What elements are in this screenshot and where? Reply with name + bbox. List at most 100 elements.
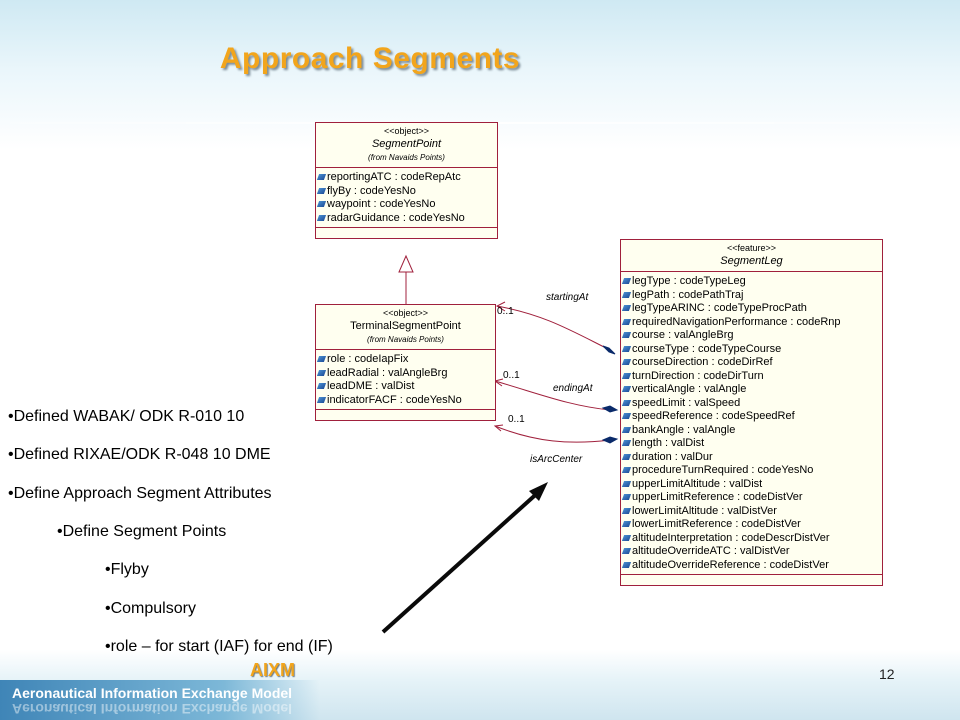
public-attribute-icon (316, 187, 327, 194)
segment-leg-attribute: requiredNavigationPerformance : codeRnp (621, 316, 882, 330)
pointer-arrowhead (529, 482, 548, 501)
segment-leg-attribute: upperLimitReference : codeDistVer (621, 491, 882, 505)
segment-point-name: SegmentPoint (371, 138, 442, 150)
segment-leg-attribute: legTypeARINC : codeTypeProcPath (621, 302, 882, 316)
segment-leg-attribute: course : valAngleBrg (621, 329, 882, 343)
terminal-segment-point-class: <<object>> TerminalSegmentPoint (from Na… (315, 304, 496, 421)
segment-leg-attribute-text: courseType : codeTypeCourse (632, 342, 782, 355)
terminal-segment-point-attribute-text: leadRadial : valAngleBrg (327, 366, 448, 379)
segment-leg-attribute: bankAngle : valAngle (621, 424, 882, 438)
terminal-segment-point-attribute-text: role : codeIapFix (327, 353, 409, 365)
segment-point-stereotype: <<object>> (383, 126, 430, 136)
pointer-arrow-line (381, 487, 544, 634)
segment-leg-attribute-text: turnDirection : codeDirTurn (632, 369, 764, 382)
public-attribute-icon (621, 345, 632, 352)
public-attribute-icon (621, 494, 632, 500)
public-attribute-icon (316, 214, 327, 221)
footer-org-name: Aeronautical Information Exchange Model (12, 685, 293, 701)
segment-leg-class: <<feature>> SegmentLeg legType : codeTyp… (620, 239, 883, 586)
segment-point-attribute-text: reportingATC : codeRepAtc (327, 171, 461, 183)
starting-at-arrow (495, 301, 506, 312)
segment-leg-attribute: altitudeInterpretation : codeDescrDistVe… (621, 532, 882, 546)
segment-leg-name: SegmentLeg (720, 255, 783, 267)
bullet-item: •Defined RIXAE/ODK R-048 10 DME (8, 446, 271, 463)
bullet-item: •Flyby (105, 561, 149, 578)
segment-point-attribute: waypoint : codeYesNo (316, 198, 497, 212)
ending-at-diamond (601, 405, 619, 413)
segment-leg-attribute-text: upperLimitAltitude : valDist (632, 477, 763, 490)
segment-leg-attribute: legPath : codePathTraj (621, 288, 882, 303)
segment-leg-attribute: turnDirection : codeDirTurn (621, 369, 882, 384)
segment-leg-attribute-text: procedureTurnRequired : codeYesNo (632, 464, 814, 476)
public-attribute-icon (621, 426, 632, 433)
public-attribute-icon (621, 561, 632, 568)
public-attribute-icon (621, 291, 632, 298)
arc-center-multiplicity: 0..1 (508, 414, 525, 425)
segment-leg-attribute: speedLimit : valSpeed (621, 396, 882, 411)
bullet-item: •role – for start (IAF) for end (IF) (105, 638, 333, 655)
generalization-arrowhead (398, 254, 414, 273)
segment-point-header: <<object>> SegmentPoint (from Navaids Po… (316, 123, 497, 168)
public-attribute-icon (621, 480, 632, 487)
public-attribute-icon (621, 453, 632, 460)
segment-leg-stereotype: <<feature>> (726, 243, 777, 253)
segment-leg-header: <<feature>> SegmentLeg (621, 240, 882, 272)
segment-leg-attribute-text: legPath : codePathTraj (632, 288, 744, 301)
terminal-segment-point-attribute: leadRadial : valAngleBrg (316, 366, 495, 381)
public-attribute-icon (621, 521, 632, 527)
segment-point-attribute-text: flyBy : codeYesNo (327, 184, 416, 197)
bullet-item: •Define Approach Segment Attributes (8, 485, 272, 502)
terminal-segment-point-package: (from Navaids Points) (367, 335, 444, 344)
starting-at-line (496, 305, 611, 351)
terminal-segment-point-stereotype: <<object>> (382, 308, 429, 318)
segment-leg-attribute-text: speedReference : codeSpeedRef (632, 410, 795, 422)
public-attribute-icon (316, 396, 327, 403)
segment-leg-operations (621, 575, 882, 585)
segment-leg-attribute-text: speedLimit : valSpeed (632, 396, 741, 409)
public-attribute-icon (621, 413, 632, 419)
footer-org-reflection: Aeronautical Information Exchange Model (12, 701, 293, 717)
segment-leg-attribute: legType : codeTypeLeg (621, 275, 882, 289)
public-attribute-icon (316, 383, 327, 389)
terminal-segment-point-attribute-text: indicatorFACF : codeYesNo (327, 393, 462, 406)
segment-point-operations (316, 228, 497, 238)
public-attribute-icon (621, 534, 632, 541)
starting-at-role: startingAt (546, 292, 589, 303)
segment-leg-attribute-text: altitudeOverrideATC : valDistVer (632, 545, 790, 557)
aixm-logo: AIXM (250, 660, 295, 680)
public-attribute-icon (316, 201, 327, 207)
segment-leg-attribute-text: legTypeARINC : codeTypeProcPath (632, 302, 807, 314)
segment-leg-attribute: speedReference : codeSpeedRef (621, 410, 882, 424)
terminal-segment-point-attribute: role : codeIapFix (316, 353, 495, 367)
public-attribute-icon (621, 467, 632, 473)
terminal-segment-point-operations (316, 410, 495, 420)
terminal-segment-point-header: <<object>> TerminalSegmentPoint (from Na… (316, 305, 495, 350)
segment-leg-attribute-text: legType : codeTypeLeg (632, 275, 746, 287)
public-attribute-icon (621, 305, 632, 311)
public-attribute-icon (621, 548, 632, 554)
segment-point-package: (from Navaids Points) (368, 153, 445, 162)
terminal-segment-point-attribute: indicatorFACF : codeYesNo (316, 393, 495, 408)
ending-at-role: endingAt (553, 383, 594, 394)
segment-leg-attribute: lowerLimitReference : codeDistVer (621, 518, 882, 532)
public-attribute-icon (621, 386, 632, 392)
footer-band (0, 680, 320, 720)
segment-leg-attribute-text: course : valAngleBrg (632, 329, 734, 341)
segment-leg-attribute-text: length : valDist (632, 437, 705, 449)
segment-leg-attribute-text: courseDirection : codeDirRef (632, 356, 773, 368)
slide-title: Approach Segments (219, 42, 521, 75)
public-attribute-icon (621, 372, 632, 379)
public-attribute-icon (621, 278, 632, 284)
segment-leg-attribute: verticalAngle : valAngle (621, 383, 882, 397)
starting-at-diamond (602, 345, 616, 355)
segment-leg-attribute-text: duration : valDur (632, 450, 713, 463)
public-attribute-icon (316, 369, 327, 376)
arc-center-diamond (601, 436, 619, 444)
segment-leg-attribute-text: altitudeOverrideReference : codeDistVer (632, 558, 829, 571)
arc-center-role: isArcCenter (530, 454, 583, 465)
public-attribute-icon (316, 356, 327, 362)
